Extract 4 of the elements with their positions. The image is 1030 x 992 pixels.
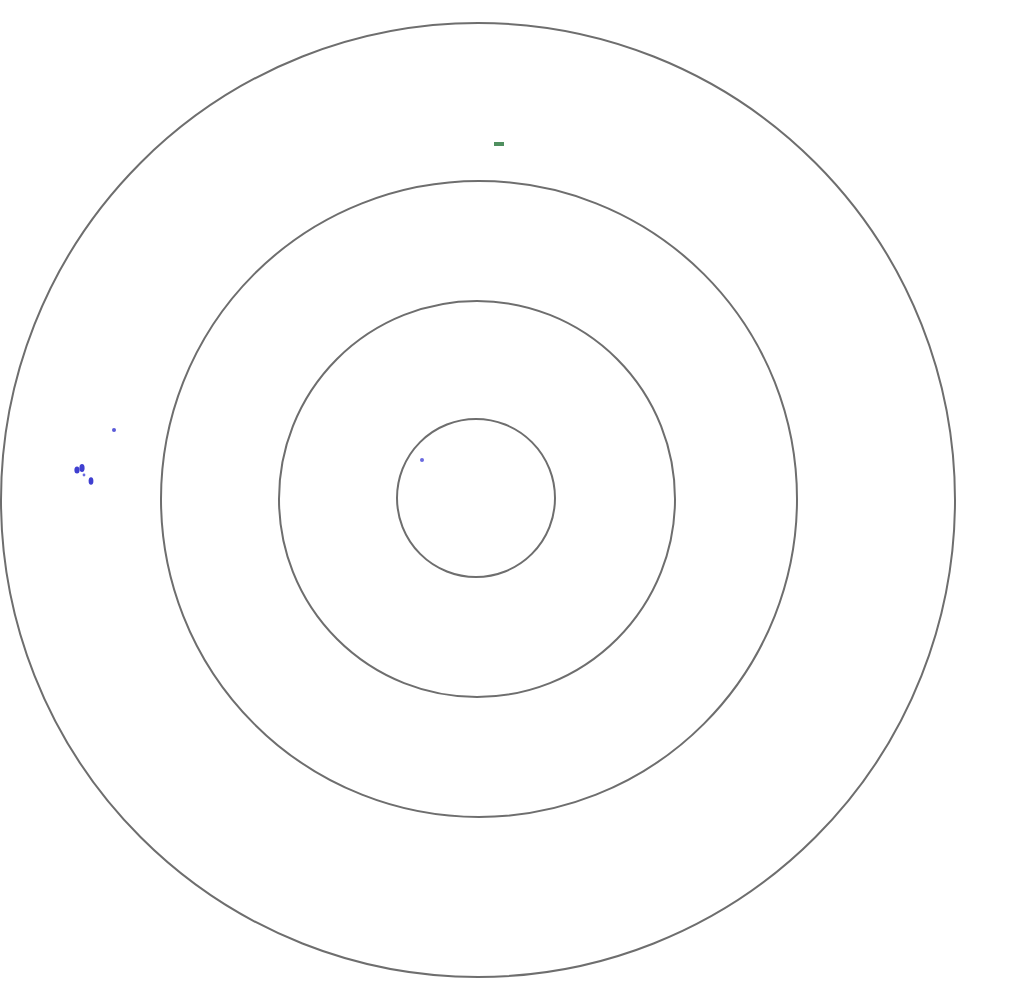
- concentric-ring: [0, 22, 956, 978]
- concentric-ring: [278, 299, 676, 697]
- concentric-ring: [159, 180, 797, 818]
- concentric-ring: [396, 417, 556, 577]
